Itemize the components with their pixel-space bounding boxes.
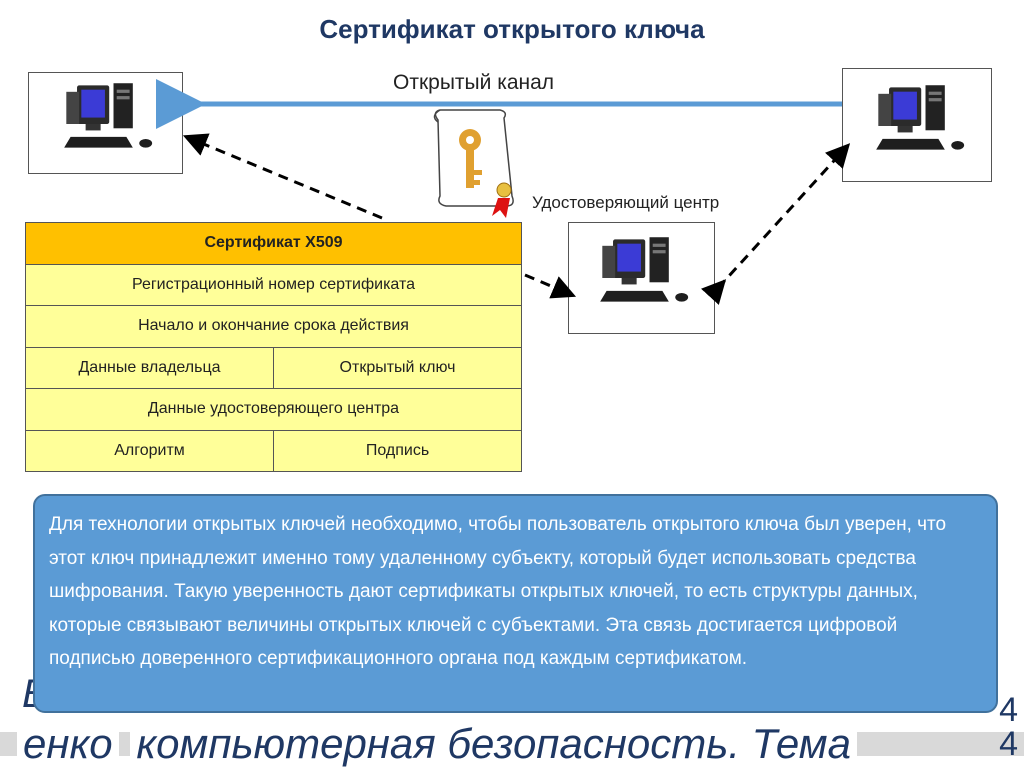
cert-ca-data: Данные удостоверяющего центра [25, 388, 522, 431]
cert-header: Сертификат X509 [25, 222, 522, 265]
computer-ca [568, 222, 715, 334]
ca-label: Удостоверяющий центр [532, 193, 720, 212]
footer-band: енко компьютерная безопасность. Тема [0, 724, 1024, 767]
dashed-arrow-left [182, 133, 383, 220]
dashed-arrow-right [701, 143, 851, 305]
open-channel-label: Открытый канал [393, 71, 555, 94]
slide-number-top: 4 [999, 691, 1018, 729]
cert-algorithm: Алгоритм [25, 429, 274, 472]
slide-title: Сертификат открытого ключа [319, 14, 705, 44]
dashed-arrow-ca-in [524, 273, 577, 299]
footer-phrase-left: енко [17, 724, 119, 767]
cert-validity: Начало и окончание срока действия [25, 305, 522, 348]
cert-owner-data: Данные владельца [25, 346, 274, 389]
cert-signature: Подпись [273, 429, 522, 472]
cert-reg-number: Регистрационный номер сертификата [25, 263, 522, 306]
slide-number-bottom: 4 [999, 725, 1018, 763]
footer-phrase-right: компьютерная безопасность. Тема [130, 724, 857, 767]
certificate-scroll-icon [433, 109, 514, 218]
seal-icon [492, 182, 512, 218]
info-callout: Для технологии открытых ключей необходим… [33, 494, 998, 713]
footer-phrase: енко компьютерная безопасность. Тема [17, 724, 857, 767]
certificate-x509-table: Сертификат X509 Регистрационный номер се… [25, 222, 522, 472]
computer-right [842, 68, 992, 182]
slide-number: 4 4 [999, 693, 1018, 761]
cert-public-key: Открытый ключ [273, 346, 522, 389]
